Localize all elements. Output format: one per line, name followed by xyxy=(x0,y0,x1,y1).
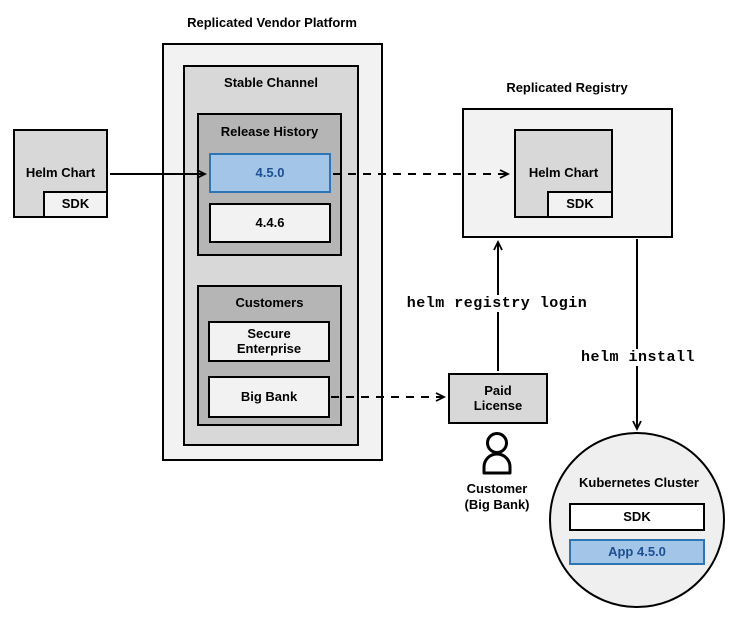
cluster-app-label: App 4.5.0 xyxy=(608,543,666,559)
cluster-app-box: App 4.5.0 xyxy=(569,539,705,565)
customer-name: Big Bank xyxy=(240,388,298,404)
vendor-platform-title: Replicated Vendor Platform xyxy=(187,15,357,30)
paid-license-label: Paid License xyxy=(473,382,523,413)
release-version-4-5-0: 4.5.0 xyxy=(209,153,331,193)
customer-name: Secure Enterprise xyxy=(236,325,302,356)
customer-big-bank: Big Bank xyxy=(208,376,330,418)
person-icon xyxy=(482,432,512,475)
source-sdk-box: SDK xyxy=(43,191,108,218)
registry-title: Replicated Registry xyxy=(506,80,628,95)
release-version-label: 4.5.0 xyxy=(255,164,285,180)
registry-sdk-box: SDK xyxy=(547,191,613,218)
cluster-sdk-box: SDK xyxy=(569,503,705,531)
helm-install-command: helm install xyxy=(577,349,699,366)
cluster-sdk-label: SDK xyxy=(623,508,651,524)
helm-registry-login-command: helm registry login xyxy=(403,295,591,312)
stable-channel-label: Stable Channel xyxy=(224,75,318,90)
release-version-label: 4.4.6 xyxy=(255,214,285,230)
kubernetes-cluster-title: Kubernetes Cluster xyxy=(579,475,699,490)
registry-helm-chart-label: Helm Chart xyxy=(528,165,599,181)
release-version-4-4-6: 4.4.6 xyxy=(209,203,331,243)
source-sdk-label: SDK xyxy=(61,196,90,212)
paid-license-box: Paid License xyxy=(448,373,548,424)
registry-sdk-label: SDK xyxy=(566,196,594,212)
source-helm-chart-label: Helm Chart xyxy=(25,165,96,181)
customer-caption-name: Customer xyxy=(466,481,528,496)
customers-label: Customers xyxy=(235,295,304,310)
customer-secure-enterprise: Secure Enterprise xyxy=(208,321,330,362)
release-history-label: Release History xyxy=(220,124,319,139)
customer-caption-org: (Big Bank) xyxy=(464,497,530,512)
customer-caption: Customer (Big Bank) xyxy=(465,481,530,513)
